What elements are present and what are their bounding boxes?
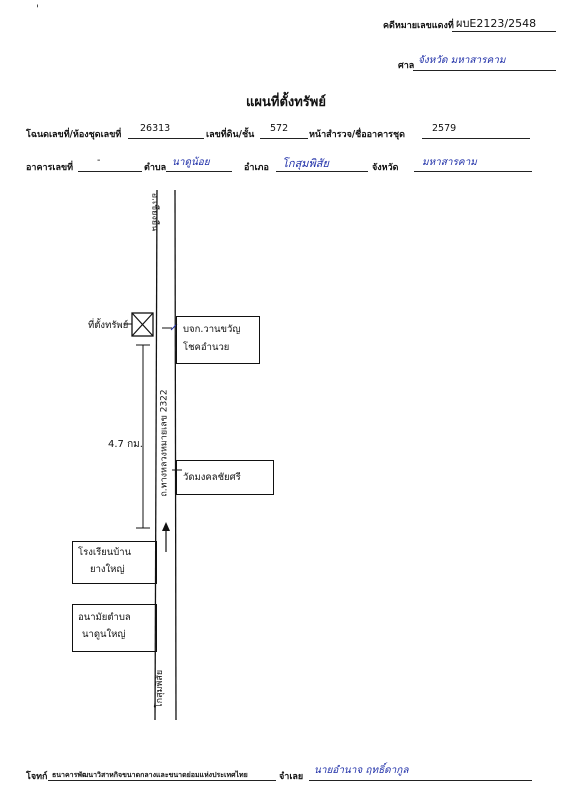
district-value: โกสุมพิสัย bbox=[282, 157, 329, 170]
land-no-underline bbox=[260, 138, 308, 139]
page-title: แผนที่ตั้งทรัพย์ bbox=[246, 95, 326, 110]
landmark-4-line1: อนามัยตำบล bbox=[78, 612, 131, 623]
deed-value: 26313 bbox=[140, 123, 171, 134]
road-left-edge bbox=[154, 189, 158, 721]
subdistrict-label: ตำบล bbox=[144, 163, 167, 173]
survey-label: หน้าสำรวจ/ชื่ออาคารชุด bbox=[309, 130, 405, 140]
land-no-value: 572 bbox=[270, 123, 289, 134]
court-label: ศาล bbox=[398, 61, 415, 71]
landmark-1-line2: โชคอำนวย bbox=[183, 342, 230, 353]
plaintiff-label: โจทก์ bbox=[26, 772, 48, 782]
landmark-2-box bbox=[176, 460, 274, 495]
defendant-label: จำเลย bbox=[279, 772, 304, 782]
corner-mark: ' bbox=[36, 4, 39, 15]
district-underline bbox=[276, 171, 368, 172]
survey-value: 2579 bbox=[432, 123, 457, 134]
defendant-underline bbox=[309, 780, 532, 781]
survey-underline bbox=[422, 138, 530, 139]
landmark-3-box bbox=[72, 541, 157, 584]
landmark-4-line2: นาดูนใหญ่ bbox=[82, 629, 126, 640]
subdistrict-value: นาดูน้อย bbox=[172, 157, 210, 168]
road-top-label: อ.เชียงยืน bbox=[149, 192, 160, 232]
building-value: - bbox=[97, 155, 101, 166]
property-label: ที่ตั้งทรัพย์ bbox=[88, 320, 129, 331]
province-value: มหาสารคาม bbox=[422, 157, 477, 168]
land-no-label: เลขที่ดิน/ชั้น bbox=[206, 130, 255, 140]
road-right-edge bbox=[174, 189, 177, 721]
plaintiff-value: ธนาคารพัฒนาวิสาหกิจขนาดกลางและขนาดย่อมแห… bbox=[52, 770, 248, 779]
landmark-3-line1: โรงเรียนบ้าน bbox=[78, 547, 132, 558]
case-number-label: คดีหมายเลขแดงที่ bbox=[383, 21, 454, 31]
defendant-value: นายอำนาจ ฤทธิ์ดากูล bbox=[314, 765, 409, 776]
deed-underline bbox=[128, 138, 204, 139]
landmark-1-box bbox=[176, 316, 260, 364]
case-number-underline bbox=[452, 31, 556, 32]
landmark-3-line2: ยางใหญ่ bbox=[90, 564, 125, 575]
road-name-label: ถ.ทางหลวงหมายเลข 2322 bbox=[159, 389, 170, 497]
court-underline bbox=[413, 70, 556, 71]
plaintiff-underline bbox=[48, 780, 276, 781]
deed-label: โฉนดเลขที่/ห้องชุดเลขที่ bbox=[26, 130, 122, 140]
district-label: อำเภอ bbox=[244, 163, 269, 173]
province-underline bbox=[414, 171, 532, 172]
court-value: จังหวัด มหาสารคาม bbox=[418, 55, 506, 66]
building-label: อาคารเลขที่ bbox=[26, 163, 74, 173]
building-underline bbox=[78, 171, 142, 172]
landmark-2-text: วัดมงคลชัยศรี bbox=[183, 472, 241, 483]
subdistrict-underline bbox=[166, 171, 232, 172]
province-label: จังหวัด bbox=[372, 163, 399, 173]
landmark-4-box bbox=[72, 604, 157, 652]
road-bottom-label: โกสุมพิสัย bbox=[155, 669, 166, 709]
landmark-1-line1: บจก.วานขวัญ bbox=[183, 324, 241, 335]
case-number-value: ผบE2123/2548 bbox=[456, 17, 537, 30]
distance-label: 4.7 กม. bbox=[108, 439, 143, 450]
